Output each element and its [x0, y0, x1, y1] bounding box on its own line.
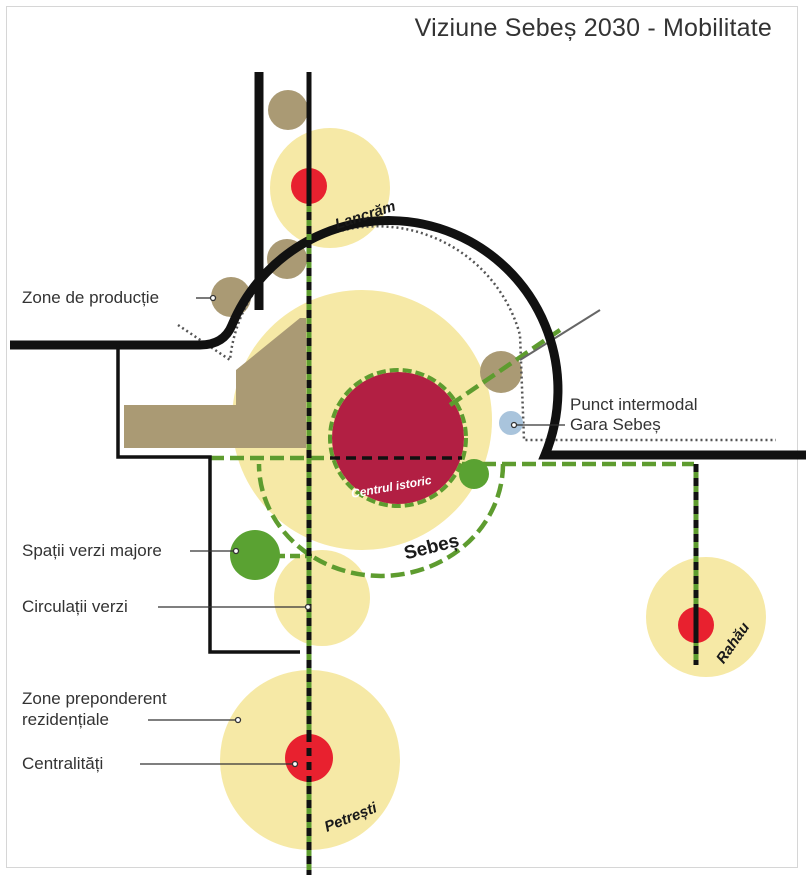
centrality-petresti — [285, 734, 333, 782]
railway-line — [177, 225, 776, 442]
green-route-diagonal — [448, 328, 562, 407]
map-frame — [6, 6, 798, 868]
production-zone-north — [268, 90, 308, 130]
road-west-loop — [116, 345, 300, 654]
leader-dot-circulatii — [304, 603, 312, 611]
green-route-diagonal-tail — [519, 309, 601, 361]
leader-dot-spatii — [232, 547, 240, 555]
intermodal-point — [499, 411, 523, 435]
legend-label-spatii-verzi: Spații verzi majore — [22, 541, 162, 560]
production-zone-industrial — [124, 318, 306, 448]
legend-label-gara-sebes: Gara Sebeș — [570, 415, 661, 434]
historic-center-ring — [328, 368, 468, 508]
leader-dot-intermodal — [510, 421, 518, 429]
green-space-small — [459, 459, 489, 489]
legend-label-rezidentiale: rezidențiale — [22, 710, 109, 729]
legend-label-zone-preponderent: Zone preponderent — [22, 689, 167, 708]
legend-label-circulatii-verzi: Circulații verzi — [22, 597, 128, 616]
legend-label-zone-productie: Zone de producție — [22, 288, 160, 307]
leader-dot-productie — [209, 294, 217, 302]
road-arc — [10, 216, 806, 460]
residential-zone-lancram — [270, 128, 390, 248]
leader-dot-rezidentiale — [234, 716, 242, 724]
residential-zone-south — [274, 550, 370, 646]
legend-label-centralitati: Centralități — [22, 754, 104, 773]
legend-label-punct-intermodal: Punct intermodal — [570, 395, 698, 414]
historic-center — [332, 372, 464, 504]
leader-dot-centralitati — [291, 760, 299, 768]
green-space-major — [230, 530, 280, 580]
green-ring-route — [256, 463, 506, 579]
map-title: Viziune Sebeș 2030 - Mobilitate — [414, 14, 772, 42]
